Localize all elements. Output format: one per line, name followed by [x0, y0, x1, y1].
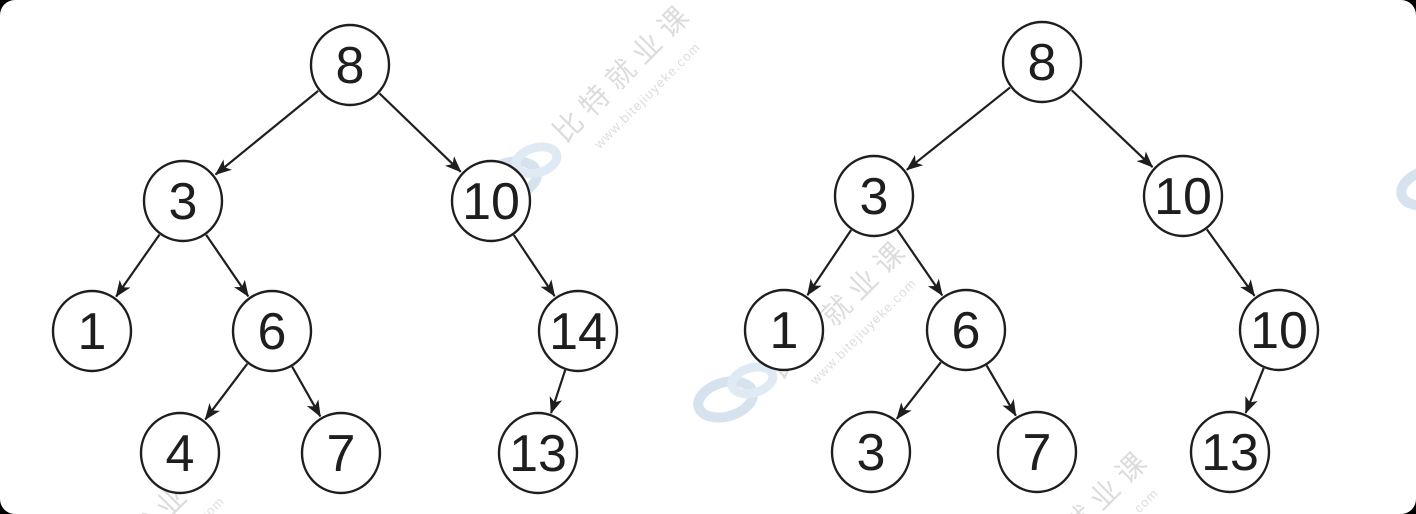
node-value: 10	[462, 173, 520, 231]
tree-node-circle	[309, 23, 391, 107]
tree-node: 4	[139, 411, 221, 495]
tree-node-circle	[231, 289, 313, 373]
node-value: 3	[860, 168, 889, 226]
node-value: 10	[1154, 168, 1212, 226]
tree-node-circle	[743, 288, 825, 372]
node-value: 8	[1028, 34, 1057, 92]
tree-left: 8 3 10 1 6 14 4 7 13	[51, 23, 619, 495]
node-value: 7	[1023, 424, 1052, 482]
tree-right: 8 3 10 1 6 10 3 7 13	[743, 20, 1320, 494]
tree-node: 6	[231, 289, 313, 373]
tree-edge-arrow	[895, 361, 942, 420]
tree-edge-arrow	[985, 364, 1017, 417]
tree-node: 3	[833, 154, 915, 238]
tree-node-circle	[497, 411, 579, 495]
tree-node: 10	[1238, 288, 1320, 372]
node-value: 10	[1250, 302, 1308, 360]
tree-node-circle	[51, 289, 133, 373]
tree-node-circle	[139, 411, 221, 495]
node-value: 3	[857, 424, 886, 482]
node-value: 6	[258, 303, 287, 361]
tree-node-circle	[1001, 20, 1083, 104]
tree-node: 3	[830, 410, 912, 494]
tree-node: 1	[743, 288, 825, 372]
node-value: 13	[1201, 424, 1259, 482]
tree-edge-arrow	[549, 369, 567, 414]
tree-node: 3	[142, 159, 224, 243]
tree-node-circle	[1189, 410, 1271, 494]
tree-node-circle	[925, 288, 1007, 372]
tree-node: 10	[450, 159, 532, 243]
tree-edge-arrow	[291, 366, 322, 418]
tree-node-circle	[300, 411, 382, 495]
tree-edge-arrow	[896, 229, 944, 297]
tree-node: 13	[1189, 410, 1271, 494]
tree-node: 10	[1142, 154, 1224, 238]
tree-edge-arrow	[115, 233, 161, 298]
tree-node-circle	[833, 154, 915, 238]
tree-node-circle	[830, 410, 912, 494]
tree-edge-arrow	[1244, 367, 1265, 414]
node-value: 4	[166, 425, 195, 483]
tree-edge-arrow	[512, 234, 556, 297]
tree-node-circle	[1142, 154, 1224, 238]
node-value: 8	[336, 37, 365, 95]
tree-edge-arrow	[205, 234, 250, 298]
node-value: 1	[78, 303, 107, 361]
tree-node: 13	[497, 411, 579, 495]
tree-edge-arrow	[214, 90, 319, 176]
tree-edge-arrow	[1070, 89, 1154, 168]
node-value: 14	[549, 303, 607, 361]
tree-node-circle	[142, 159, 224, 243]
tree-node: 6	[925, 288, 1007, 372]
tree-node: 8	[309, 23, 391, 107]
tree-node: 8	[1001, 20, 1083, 104]
tree-edge-arrow	[906, 86, 1011, 171]
tree-node-circle	[450, 159, 532, 243]
tree-node-circle	[537, 289, 619, 373]
node-value: 6	[952, 302, 981, 360]
node-value: 1	[770, 302, 799, 360]
node-value: 3	[169, 173, 198, 231]
tree-node: 7	[996, 410, 1078, 494]
tree-edge-arrow	[378, 92, 462, 173]
tree-edge-arrow	[1205, 228, 1256, 297]
node-value: 7	[327, 425, 356, 483]
tree-node: 14	[537, 289, 619, 373]
node-value: 13	[509, 425, 567, 483]
tree-node-circle	[1238, 288, 1320, 372]
tree-node: 7	[300, 411, 382, 495]
tree-node-circle	[996, 410, 1078, 494]
tree-node: 1	[51, 289, 133, 373]
tree-edge-arrow	[806, 229, 853, 296]
tree-edge-arrow	[204, 363, 249, 421]
